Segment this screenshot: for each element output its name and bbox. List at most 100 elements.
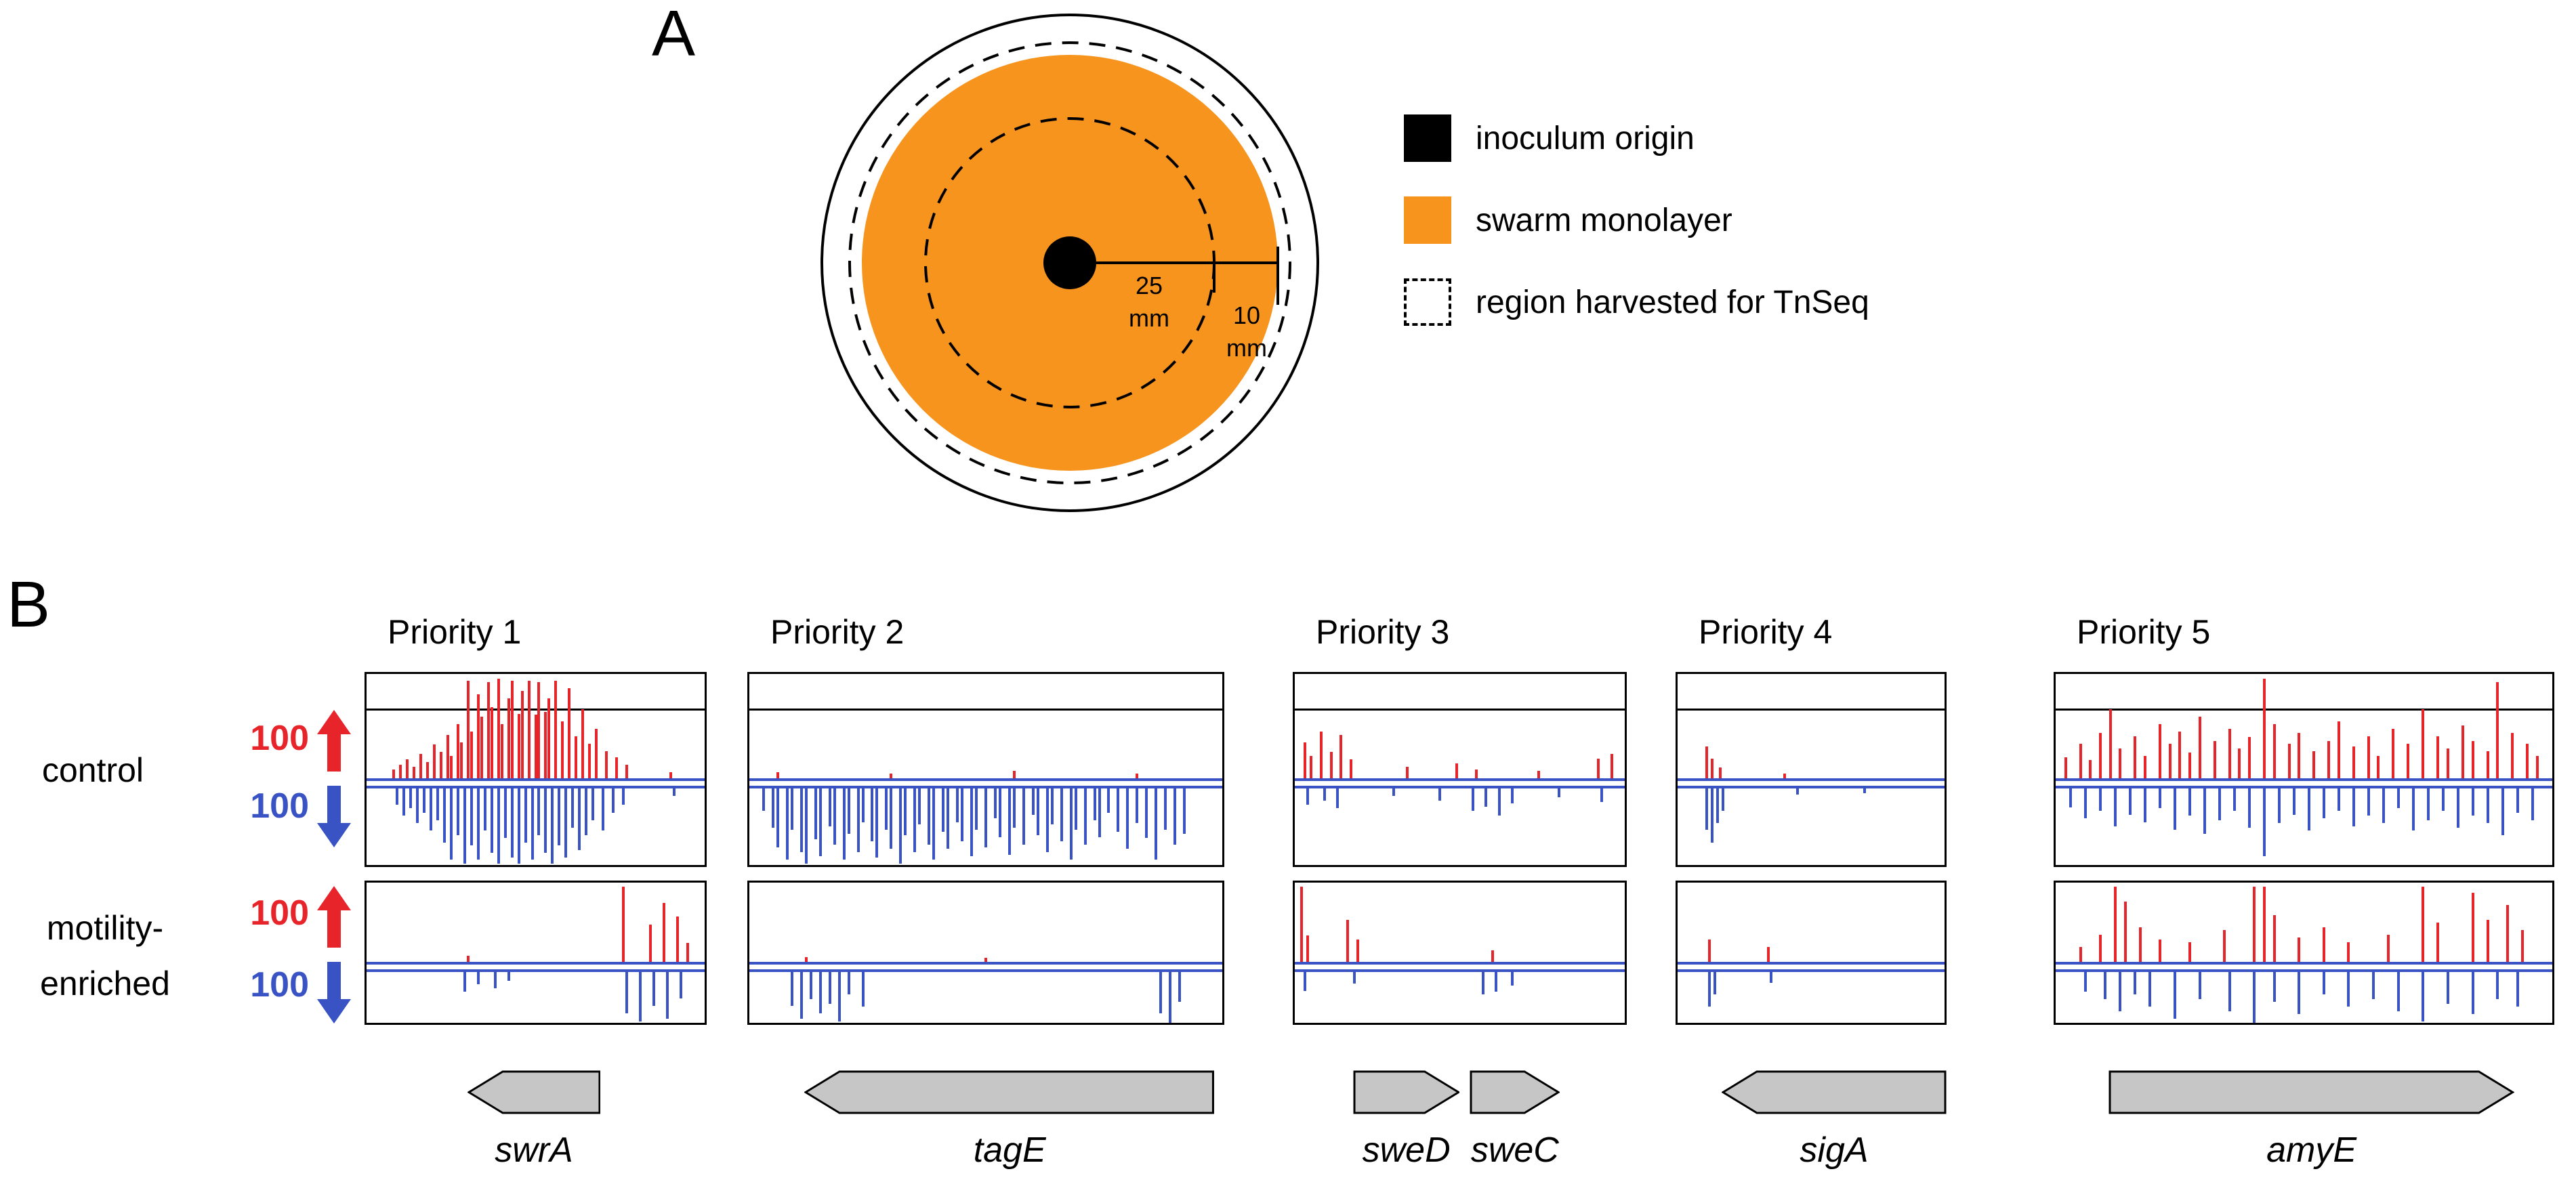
insertion-bar-down: [1022, 788, 1025, 845]
insertion-bar-down: [2322, 972, 2325, 995]
insertion-bar-down: [2396, 788, 2400, 808]
insertion-bar-up: [470, 732, 473, 778]
insertion-bar-down: [1352, 972, 1356, 984]
axis-line-upper: [749, 778, 1222, 781]
insertion-bar-down: [429, 788, 432, 831]
insertion-bar-down: [2516, 972, 2519, 1007]
insertion-bar-down: [918, 788, 921, 825]
insertion-bar-up: [520, 691, 524, 778]
insertion-bar-down: [1721, 788, 1724, 811]
insertion-bar-down: [2218, 788, 2221, 820]
insertion-bar-up: [2436, 736, 2440, 778]
insertion-bar-up: [2447, 748, 2450, 778]
insertion-bar-down: [1511, 788, 1514, 804]
priority-title-3: Priority 3: [1316, 613, 1450, 651]
insertion-bar-down: [1557, 788, 1560, 798]
insertion-bar-down: [2372, 972, 2375, 999]
insertion-bar-up: [605, 751, 608, 778]
insertion-bar-up: [510, 680, 514, 778]
insertion-bar-up: [2298, 937, 2301, 962]
insertion-bar-down: [984, 788, 987, 847]
insertion-bar-up: [2079, 743, 2082, 778]
legend-label-harvest-region: region harvested for TnSeq: [1476, 284, 1869, 320]
insertion-bar-down: [1438, 788, 1442, 801]
gene-arrow-shape-sweD: [1353, 1070, 1460, 1114]
insertion-bar-down: [871, 788, 874, 841]
insertion-bar-down: [537, 788, 541, 835]
gene-label-sweC: sweC: [1470, 1131, 1559, 1170]
insertion-bar-up: [575, 736, 578, 778]
insertion-bar-down: [1306, 788, 1310, 805]
insertion-bar-down: [2143, 788, 2146, 822]
insertion-bar-down: [1169, 972, 1172, 1023]
insertion-bar-up: [2272, 915, 2276, 962]
insertion-bar-down: [544, 788, 547, 853]
insertion-bar-down: [771, 788, 774, 828]
insertion-bar-up: [595, 728, 598, 778]
insertion-bar-up: [1474, 769, 1478, 778]
insertion-bar-down: [2083, 788, 2087, 819]
insertion-bar-down: [993, 788, 997, 819]
gene-arrow-amyE: [2108, 1070, 2514, 1114]
tnseq-track-control-priority-5: [2054, 672, 2554, 867]
panel-a-label: A: [652, 0, 696, 70]
insertion-bar-up: [507, 698, 510, 778]
insertion-bar-up: [2253, 887, 2256, 962]
insertion-bar-up: [405, 759, 409, 778]
insertion-bar-up: [544, 712, 547, 778]
insertion-bar-down: [799, 788, 803, 853]
insertion-bar-up: [446, 734, 449, 778]
insertion-bar-down: [2119, 972, 2122, 1011]
tnseq-track-motility_enriched-priority-1: [365, 881, 707, 1025]
insertion-bar-down: [652, 972, 656, 1006]
insertion-bar-down: [861, 788, 865, 822]
insertion-bar-down: [1107, 788, 1110, 813]
insertion-bar-down: [442, 788, 446, 843]
insertion-bar-down: [2158, 788, 2161, 808]
insertion-bar-up: [1310, 755, 1313, 778]
insertion-bar-up: [392, 769, 395, 778]
insertion-bar-up: [2352, 746, 2355, 778]
insertion-bar-up: [1537, 770, 1541, 778]
insertion-bar-down: [2471, 788, 2474, 816]
tnseq-track-control-priority-4: [1676, 672, 1947, 867]
insertion-bar-up: [2123, 902, 2127, 962]
insertion-bar-up: [432, 744, 436, 778]
insertion-bar-down: [2486, 788, 2489, 824]
insertion-bar-up: [537, 681, 541, 778]
insertion-bar-up: [686, 943, 690, 962]
insertion-bar-up: [459, 742, 463, 778]
insertion-bar-down: [578, 788, 581, 851]
insertion-bar-down: [1007, 788, 1011, 855]
insertion-bar-down: [1136, 788, 1139, 824]
insertion-bar-up: [2138, 927, 2142, 962]
insertion-bar-down: [913, 788, 917, 853]
insertion-bar-down: [1713, 972, 1717, 995]
scale-100-line: [1295, 709, 1625, 711]
insertion-bar-up: [2461, 725, 2465, 778]
up-arrow-head: [317, 710, 351, 734]
insertion-bar-down: [517, 788, 520, 864]
insertion-bar-down: [1117, 788, 1120, 832]
insertion-bar-down: [885, 788, 888, 830]
control-down-scale-label: 100: [250, 786, 309, 826]
insertion-bar-down: [490, 788, 493, 853]
insertion-bar-down: [602, 788, 605, 831]
insertion-bar-up: [419, 754, 422, 778]
insertion-bar-up: [1300, 887, 1303, 962]
insertion-bar-up: [476, 694, 480, 778]
insertion-bar-up: [2287, 743, 2291, 778]
insertion-bar-up: [1783, 774, 1786, 778]
insertion-bar-down: [837, 972, 841, 1022]
insertion-bar-down: [2069, 788, 2072, 807]
priority-title-2: Priority 2: [770, 613, 905, 651]
insertion-bar-up: [398, 765, 402, 778]
insertion-bar-down: [2382, 788, 2385, 824]
insertion-bar-down: [2173, 972, 2176, 1019]
insertion-bar-up: [1610, 754, 1613, 778]
insertion-bar-down: [503, 788, 507, 839]
insertion-bar-down: [2411, 788, 2415, 831]
gene-arrow-shape-amyE: [2108, 1070, 2514, 1114]
insertion-bar-up: [581, 709, 585, 778]
insertion-bar-down: [612, 788, 615, 813]
